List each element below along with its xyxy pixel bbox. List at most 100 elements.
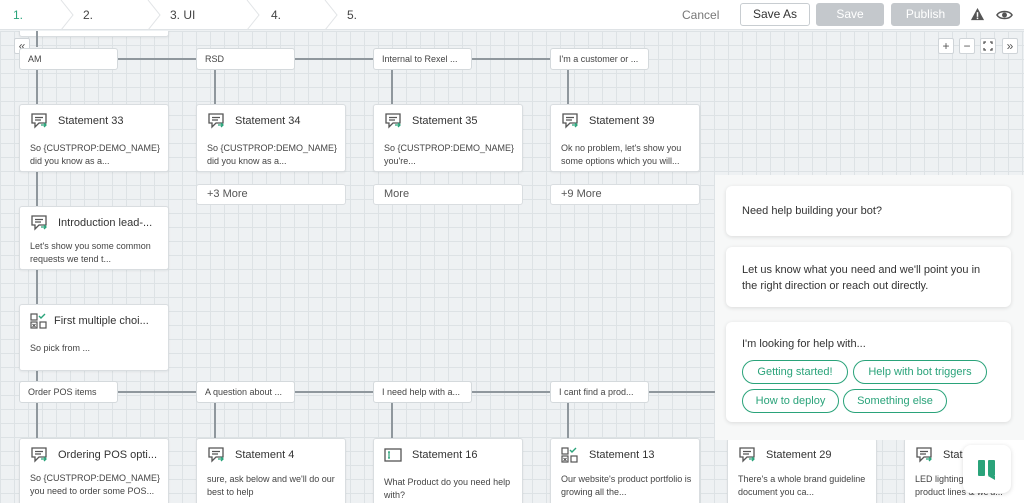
statement-card[interactable]: Statement 33 So {CUSTPROP:DEMO_NAME} did… [19, 104, 169, 172]
something-else-chip[interactable]: Something else [843, 389, 947, 413]
card-title: Statement 33 [58, 115, 124, 127]
more-button[interactable]: +9 More [550, 184, 700, 205]
card-body: Ok no problem, let's show you some optio… [561, 143, 682, 166]
publish-button[interactable]: Publish [891, 3, 960, 26]
more-button[interactable]: More [373, 184, 523, 205]
help-chat-panel: Need help building your bot? Let us know… [715, 175, 1024, 440]
fit-screen-icon[interactable] [980, 38, 996, 54]
card-body: There's a whole brand guideline document… [738, 474, 866, 497]
help-message: Let us know what you need and we'll poin… [726, 247, 1011, 307]
card-title: Statement 4 [235, 449, 295, 461]
connector-line [214, 401, 216, 438]
statement-card[interactable]: Statement 29 There's a whole brand guide… [727, 438, 877, 503]
connector-line [567, 69, 569, 105]
card-body: So {CUSTPROP:DEMO_NAME} did you know as … [30, 143, 161, 166]
help-message: I'm looking for help with... [742, 338, 866, 350]
connector-line [36, 172, 38, 207]
chevron-separator-icon [147, 0, 161, 30]
more-button[interactable]: +3 More [196, 184, 346, 205]
save-as-button[interactable]: Save As [740, 3, 810, 26]
connector-line [36, 401, 38, 438]
preview-eye-icon[interactable] [996, 8, 1013, 22]
statement-card[interactable]: Statement 34 So {CUSTPROP:DEMO_NAME} did… [196, 104, 346, 172]
branch-label[interactable]: AM [19, 48, 118, 70]
statement-card[interactable]: Ordering POS opti... So {CUSTPROP:DEMO_N… [19, 438, 169, 503]
statement-icon [739, 447, 755, 463]
card-body: Let's show you some common requests we t… [30, 241, 151, 264]
card-title: Introduction lead-... [58, 217, 153, 229]
branch-label[interactable]: I cant find a prod... [550, 381, 649, 403]
step-deploy[interactable]: 5. Deploy [347, 8, 384, 52]
card-title: Ordering POS opti... [58, 449, 158, 461]
card-body: So {CUSTPROP:DEMO_NAME} you need to orde… [30, 473, 161, 496]
statement-icon [31, 447, 47, 463]
help-message: Need help building your bot? [726, 186, 1011, 236]
connector-line [36, 58, 576, 60]
card-body: What Product do you need help with? [384, 477, 511, 500]
chevron-separator-icon [324, 0, 338, 30]
card-body: So {CUSTPROP:DEMO_NAME} did you know as … [207, 143, 338, 166]
question-card[interactable]: Statement 16 What Product do you need he… [373, 438, 523, 503]
card-title: Statement 13 [589, 449, 655, 461]
connector-line [36, 69, 38, 105]
connector-line [36, 31, 38, 47]
chevron-separator-icon [246, 0, 260, 30]
flow-card-partial[interactable] [19, 31, 169, 37]
zoom-in-icon[interactable]: + [938, 38, 954, 54]
card-title: Statement 39 [589, 115, 655, 127]
card-title: Statement 16 [412, 449, 478, 461]
step-ui-settings[interactable]: 3. UI Settings [170, 8, 213, 52]
card-title: Statement 29 [766, 449, 832, 461]
statement-card[interactable]: Statement 39 Ok no problem, let's show y… [550, 104, 700, 172]
branch-label[interactable]: RSD [196, 48, 295, 70]
save-button[interactable]: Save [816, 3, 884, 26]
statement-icon [385, 113, 401, 129]
statement-icon [916, 447, 932, 463]
multiple-choice-card[interactable]: First multiple choi... So pick from ... [19, 304, 169, 371]
connector-line [567, 401, 569, 438]
card-title: First multiple choi... [54, 315, 149, 327]
bot-triggers-chip[interactable]: Help with bot triggers [853, 360, 987, 384]
statement-card[interactable]: Statement 4 sure, ask below and we'll do… [196, 438, 346, 503]
chat-launcher-button[interactable] [963, 445, 1011, 493]
card-body: Our website's product portfolio is growi… [561, 474, 692, 497]
statement-icon [208, 113, 224, 129]
connector-line [214, 69, 216, 105]
card-body: LED lighting ... new product lines & we'… [915, 474, 1003, 497]
card-title: Statement 34 [235, 115, 301, 127]
statement-icon [31, 113, 47, 129]
warning-icon[interactable] [970, 7, 985, 22]
connector-line [391, 69, 393, 105]
card-body: So {CUSTPROP:DEMO_NAME} you're... [384, 143, 515, 166]
getting-started-chip[interactable]: Getting started! [742, 360, 848, 384]
connector-line [36, 269, 38, 305]
expand-panel-icon[interactable]: » [1002, 38, 1018, 54]
branch-label[interactable]: I need help with a... [373, 381, 472, 403]
card-title: Statement 35 [412, 115, 478, 127]
introduction-card[interactable]: Introduction lead-... Let's show you som… [19, 206, 169, 270]
multiple-choice-icon [30, 313, 47, 329]
card-body: So pick from ... [30, 343, 91, 353]
branch-label[interactable]: Internal to Rexel ... [373, 48, 472, 70]
step-triggers[interactable]: 2. Triggers [83, 8, 127, 52]
text-input-icon [384, 448, 402, 462]
help-options-bubble: I'm looking for help with... Getting sta… [726, 322, 1011, 422]
statement-icon [31, 215, 47, 231]
statement-icon [208, 447, 224, 463]
connector-line [391, 401, 393, 438]
multiple-choice-icon [561, 447, 578, 463]
branch-label[interactable]: A question about ... [196, 381, 295, 403]
statement-icon [562, 113, 578, 129]
how-to-deploy-chip[interactable]: How to deploy [742, 389, 839, 413]
card-body: sure, ask below and we'll do our best to… [207, 474, 335, 497]
chat-logo-icon [978, 460, 995, 480]
branch-label[interactable]: I'm a customer or ... [550, 48, 649, 70]
branch-label[interactable]: Order POS items [19, 381, 118, 403]
cancel-button[interactable]: Cancel [682, 8, 720, 22]
zoom-out-icon[interactable]: − [959, 38, 975, 54]
statement-card[interactable]: Statement 35 So {CUSTPROP:DEMO_NAME} you… [373, 104, 523, 172]
multiple-choice-card[interactable]: Statement 13 Our website's product portf… [550, 438, 700, 503]
step-build[interactable]: 1. Build [13, 8, 40, 52]
chevron-separator-icon [60, 0, 74, 30]
step-alerts[interactable]: 4. Alerts [271, 8, 302, 52]
